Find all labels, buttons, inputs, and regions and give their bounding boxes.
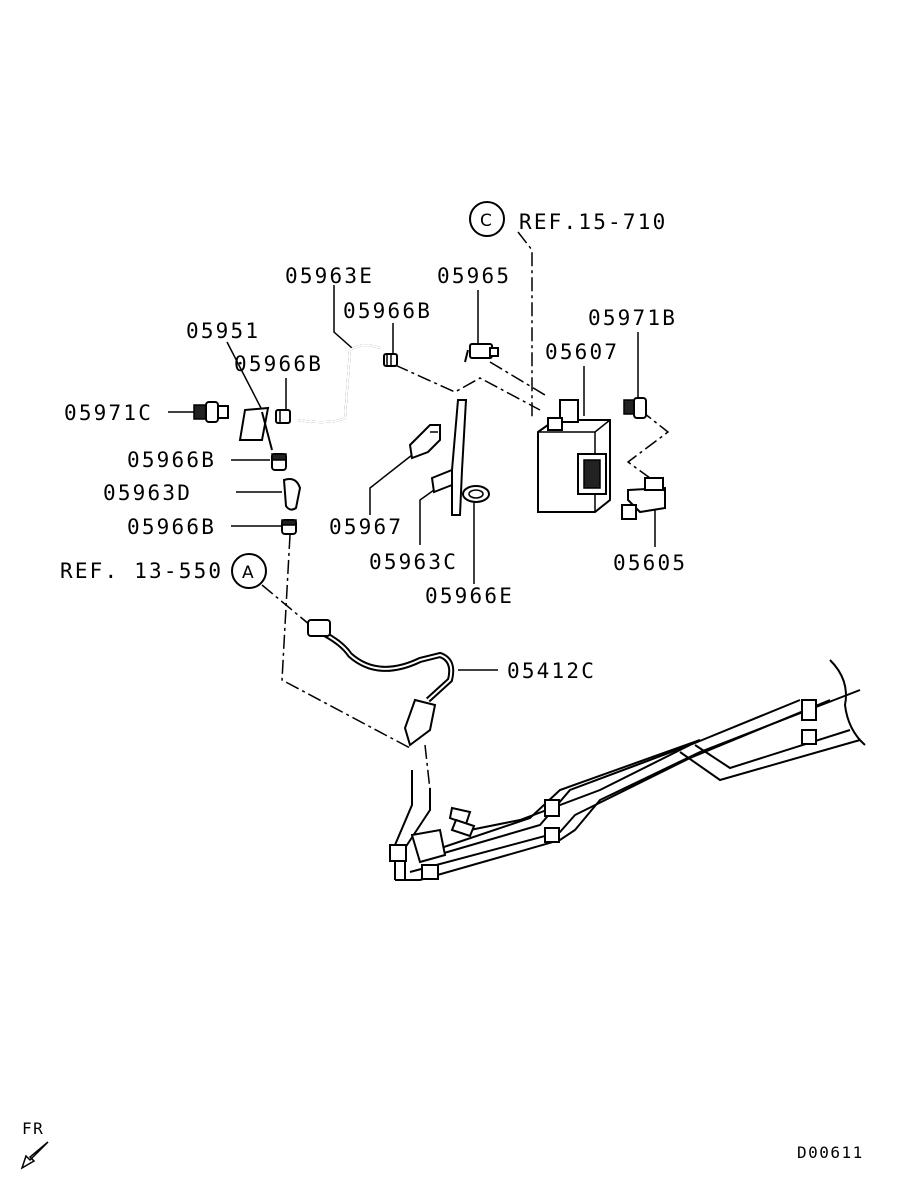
marker-a-letter: A: [242, 563, 254, 583]
drawing-code: D00611: [797, 1143, 864, 1162]
label-05966B-top: 05966B: [343, 299, 432, 323]
hose-05412C: [307, 619, 455, 747]
clip-05966B-a: [271, 453, 287, 471]
label-05971C: 05971C: [64, 401, 153, 425]
front-arrow-icon: [20, 1141, 49, 1170]
label-05951: 05951: [186, 319, 260, 343]
label-05966B-mid: 05966B: [234, 352, 323, 376]
label-05412C: 05412C: [507, 659, 596, 683]
label-05963D: 05963D: [103, 481, 192, 505]
label-05971B: 05971B: [588, 306, 677, 330]
bolt-05971C: [193, 401, 229, 423]
marker-a: A: [231, 553, 267, 589]
bolt-05971B: [623, 397, 647, 419]
label-05966B-a: 05966B: [127, 448, 216, 472]
label-05966E: 05966E: [425, 584, 514, 608]
valve-05605: [621, 477, 666, 520]
reference-lines: [261, 231, 670, 791]
marker-c-letter: C: [480, 211, 492, 231]
label-05967: 05967: [329, 515, 403, 539]
front-direction-indicator: FR: [20, 1119, 49, 1170]
canister-05607: [537, 399, 611, 513]
clip-05966B-top: [383, 353, 398, 367]
fr-label: FR: [22, 1119, 44, 1138]
clip-05966B-mid: [275, 409, 291, 424]
label-05607: 05607: [545, 340, 619, 364]
connector-05965: [464, 343, 499, 363]
label-05965: 05965: [437, 264, 511, 288]
leader-lines: [168, 285, 656, 671]
label-05963C: 05963C: [369, 550, 458, 574]
hose-05963D: [282, 478, 302, 511]
bracket-05967: [408, 424, 441, 460]
hose-05963C: [430, 399, 468, 516]
label-05605: 05605: [613, 551, 687, 575]
label-05963E: 05963E: [285, 264, 374, 288]
clip-05966B-b: [281, 519, 297, 535]
label-05966B-b: 05966B: [127, 515, 216, 539]
fuel-lines-assembly: [389, 659, 866, 881]
marker-c: C: [469, 201, 505, 237]
hose-05963E: [297, 344, 381, 424]
ref-15-710-label: REF.15-710: [519, 210, 667, 234]
ref-13-550-label: REF. 13-550: [60, 559, 223, 583]
clamp-05966E: [462, 485, 490, 503]
valve-05951: [238, 406, 273, 451]
